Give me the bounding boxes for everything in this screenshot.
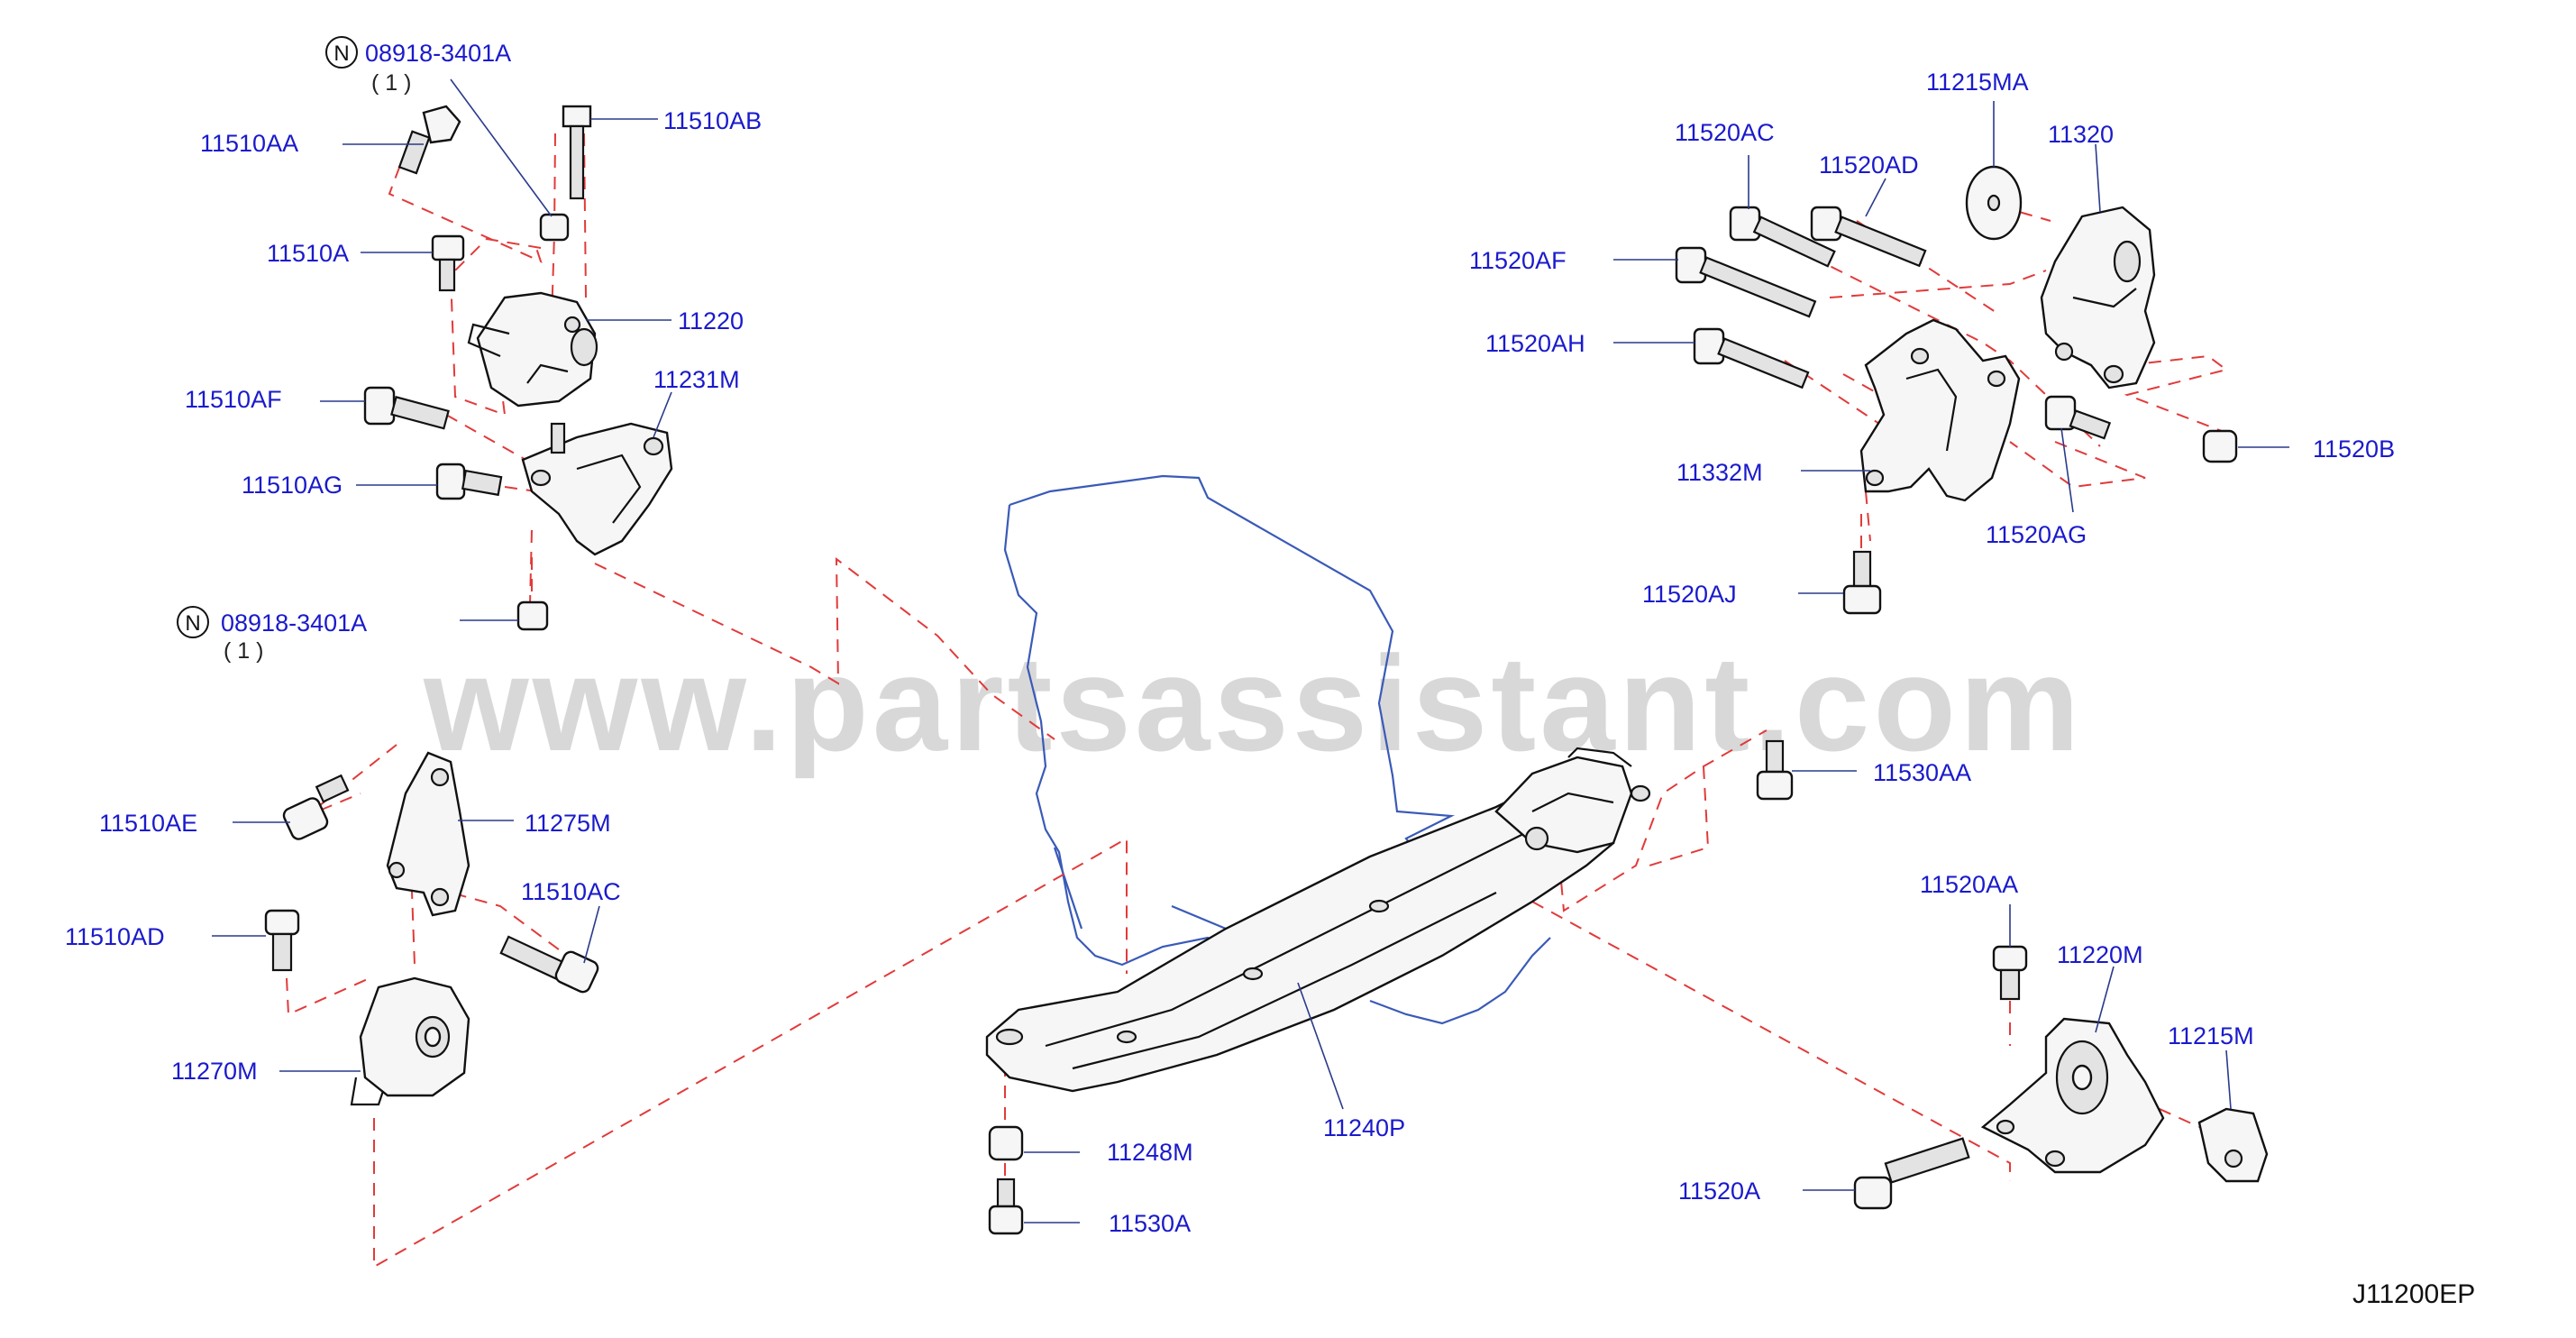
bolt-11520ag bbox=[2044, 395, 2112, 440]
bolt-11510ag bbox=[435, 463, 503, 500]
mount-11220 bbox=[467, 291, 598, 408]
label-qty-bottom: ( 1 ) bbox=[224, 638, 263, 664]
label-11530aa[interactable]: 11530AA bbox=[1873, 759, 1971, 786]
part-labels: 08918-3401A ( 1 ) 11510AA 11510AB 11510A… bbox=[65, 40, 2395, 1237]
nut-11248m bbox=[988, 1125, 1024, 1161]
label-11248m[interactable]: 11248M bbox=[1107, 1139, 1193, 1166]
label-11530a[interactable]: 11530A bbox=[1109, 1210, 1191, 1237]
label-11520a[interactable]: 11520A bbox=[1678, 1178, 1760, 1205]
label-11275m[interactable]: 11275M bbox=[525, 810, 611, 837]
label-11270m[interactable]: 11270M bbox=[171, 1058, 258, 1085]
note-symbol-top: N bbox=[325, 36, 358, 69]
label-08918-3401a-top[interactable]: 08918-3401A bbox=[365, 40, 511, 67]
bolt-11520ad bbox=[1810, 206, 1927, 268]
bolt-11520a bbox=[1853, 1137, 1970, 1210]
bolt-11520ac bbox=[1729, 206, 1836, 268]
bolt-11520ah bbox=[1693, 327, 1810, 389]
bracket-11215m bbox=[2197, 1107, 2269, 1183]
bracket-11231m bbox=[521, 422, 673, 556]
part-graphics bbox=[264, 105, 2269, 1235]
mount-11220m bbox=[1980, 1017, 2165, 1174]
label-11520af[interactable]: 11520AF bbox=[1469, 247, 1567, 274]
bolt-11510a bbox=[431, 234, 465, 292]
label-11215ma[interactable]: 11215MA bbox=[1926, 69, 2029, 96]
label-11520ah[interactable]: 11520AH bbox=[1485, 330, 1585, 357]
label-11510ad[interactable]: 11510AD bbox=[65, 923, 165, 950]
bolt-11520af bbox=[1675, 246, 1817, 318]
bolt-11510af bbox=[363, 386, 450, 430]
label-08918-3401a-bottom[interactable]: 08918-3401A bbox=[221, 609, 367, 637]
label-11332m[interactable]: 11332M bbox=[1676, 459, 1763, 486]
bolt-11530a bbox=[988, 1178, 1024, 1235]
label-11520aa[interactable]: 11520AA bbox=[1920, 871, 2018, 898]
subframe-11240p bbox=[985, 747, 1651, 1093]
nut-11520b bbox=[2202, 429, 2238, 463]
nut-top bbox=[539, 213, 570, 242]
label-11520b[interactable]: 11520B bbox=[2313, 435, 2395, 463]
bolt-11510ab bbox=[562, 105, 592, 200]
nut-bottom bbox=[516, 600, 549, 631]
label-11520aj[interactable]: 11520AJ bbox=[1642, 581, 1737, 608]
watermark: www.partsassistant.com bbox=[423, 628, 2083, 779]
label-11520ad[interactable]: 11520AD bbox=[1819, 151, 1919, 179]
washer-11215ma bbox=[1965, 165, 2023, 241]
diagram-code: J11200EP bbox=[2352, 1279, 2475, 1309]
label-11510ae[interactable]: 11510AE bbox=[99, 810, 197, 837]
label-11510ag[interactable]: 11510AG bbox=[242, 472, 343, 499]
bolt-11510ae bbox=[282, 774, 350, 840]
label-11231m[interactable]: 11231M bbox=[653, 366, 740, 393]
label-qty-top: ( 1 ) bbox=[371, 70, 411, 96]
label-11215m[interactable]: 11215M bbox=[2168, 1022, 2254, 1049]
label-11220m[interactable]: 11220M bbox=[2057, 941, 2143, 968]
label-11510ac[interactable]: 11510AC bbox=[521, 878, 621, 905]
label-11520ag[interactable]: 11520AG bbox=[1986, 521, 2087, 548]
label-11510af[interactable]: 11510AF bbox=[185, 386, 282, 413]
label-11520ac[interactable]: 11520AC bbox=[1675, 119, 1775, 146]
label-11510aa[interactable]: 11510AA bbox=[200, 130, 298, 157]
bolt-11510ad bbox=[264, 909, 300, 972]
svg-text:N: N bbox=[185, 611, 200, 636]
note-symbol-bottom: N bbox=[177, 606, 209, 638]
mount-11270m bbox=[350, 976, 470, 1106]
leader-lines bbox=[212, 78, 2289, 1223]
label-11240p[interactable]: 11240P bbox=[1323, 1114, 1405, 1141]
bracket-11332m bbox=[1859, 318, 2021, 502]
bolt-11530aa bbox=[1756, 739, 1794, 801]
label-11220[interactable]: 11220 bbox=[678, 307, 744, 334]
bolt-11510ac bbox=[499, 935, 599, 994]
label-11510a[interactable]: 11510A bbox=[267, 240, 349, 267]
bolt-11520aj bbox=[1842, 550, 1882, 615]
bolt-11520aa bbox=[1992, 945, 2028, 1001]
svg-text:N: N bbox=[333, 41, 349, 66]
bolt-11510aa bbox=[397, 105, 461, 175]
label-11320[interactable]: 11320 bbox=[2048, 121, 2114, 148]
bracket-11275m bbox=[386, 751, 470, 917]
label-11510ab[interactable]: 11510AB bbox=[663, 107, 762, 134]
mount-11320 bbox=[2040, 206, 2156, 389]
